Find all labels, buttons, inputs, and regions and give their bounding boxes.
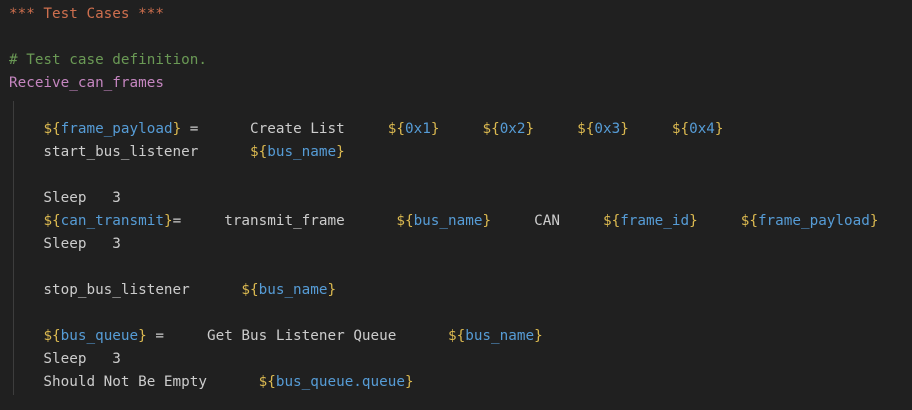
token-comment: # Test case definition. xyxy=(9,52,207,68)
token-text xyxy=(9,213,43,229)
code-line: Should Not Be Empty ${bus_queue.queue} xyxy=(9,371,912,394)
token-text xyxy=(9,121,43,137)
token-vd: ${ xyxy=(448,328,466,344)
token-vn: 0x1 xyxy=(404,121,431,137)
token-vn: bus_name xyxy=(465,328,535,344)
token-vd: } xyxy=(534,328,543,344)
token-vd: } xyxy=(482,213,492,229)
token-text xyxy=(698,213,741,229)
token-text: = transmit_frame xyxy=(172,213,397,229)
token-vd: ${ xyxy=(43,213,61,229)
token-text: Sleep 3 xyxy=(9,190,121,206)
token-text xyxy=(9,328,43,344)
token-vd: } xyxy=(336,144,345,160)
token-vd: } xyxy=(525,121,535,137)
token-vd: } xyxy=(138,328,147,344)
token-vd: ${ xyxy=(250,144,268,160)
code-line: Sleep 3 xyxy=(9,187,912,210)
code-line: *** Test Cases *** xyxy=(9,3,912,26)
token-vd: } xyxy=(869,213,879,229)
token-vd: } xyxy=(689,213,698,229)
token-vd: } xyxy=(714,121,724,137)
token-text: = Get Bus Listener Queue xyxy=(146,328,448,344)
token-vd: ${ xyxy=(602,213,621,229)
token-vd: } xyxy=(163,213,173,229)
code-line: ${can_transmit}= transmit_frame ${bus_na… xyxy=(9,210,912,233)
token-vd: } xyxy=(430,121,440,137)
code-line: ${frame_payload} = Create List ${0x1} ${… xyxy=(9,118,912,141)
token-vn: bus_name xyxy=(267,144,337,160)
token-vn: bus_queue.queue xyxy=(275,374,405,390)
code-line: start_bus_listener ${bus_name} xyxy=(9,141,912,164)
token-vd: ${ xyxy=(258,374,276,390)
token-vd: ${ xyxy=(43,328,61,344)
token-testcase: Receive_can_frames xyxy=(9,75,164,91)
token-vd: ${ xyxy=(43,121,61,137)
token-text: Sleep 3 xyxy=(9,351,121,367)
token-text xyxy=(534,121,577,137)
token-text: CAN xyxy=(491,213,603,229)
token-vn: bus_name xyxy=(413,213,483,229)
token-vd: ${ xyxy=(396,213,414,229)
code-line xyxy=(9,302,912,325)
code-line: # Test case definition. xyxy=(9,49,912,72)
token-vn: can_transmit xyxy=(60,213,164,229)
token-text xyxy=(629,121,672,137)
token-text xyxy=(439,121,482,137)
token-text: = Create List xyxy=(181,121,388,137)
token-vd: ${ xyxy=(740,213,758,229)
token-vn: 0x3 xyxy=(594,121,621,137)
token-text: start_bus_listener xyxy=(9,144,251,160)
token-vd: } xyxy=(172,121,182,137)
code-line xyxy=(9,256,912,279)
code-line xyxy=(9,26,912,49)
token-vn: bus_queue xyxy=(60,328,139,344)
token-vd: ${ xyxy=(577,121,595,137)
code-area: *** Test Cases *** # Test case definition… xyxy=(9,3,912,394)
code-line: ${bus_queue} = Get Bus Listener Queue ${… xyxy=(9,325,912,348)
code-line: Sleep 3 xyxy=(9,233,912,256)
token-vd: ${ xyxy=(241,282,259,298)
token-text: stop_bus_listener xyxy=(9,282,242,298)
token-vn: 0x4 xyxy=(689,121,715,137)
token-vd: ${ xyxy=(482,121,500,137)
code-line xyxy=(9,95,912,118)
code-line xyxy=(9,164,912,187)
token-vd: } xyxy=(620,121,629,137)
token-vn: frame_id xyxy=(620,213,690,229)
code-line: Receive_can_frames xyxy=(9,72,912,95)
code-line: stop_bus_listener ${bus_name} xyxy=(9,279,912,302)
token-header: *** Test Cases *** xyxy=(9,6,164,22)
token-vd: } xyxy=(327,282,337,298)
token-vn: frame_payload xyxy=(757,213,870,229)
indent-guide xyxy=(13,101,14,395)
token-vd: ${ xyxy=(671,121,690,137)
token-vn: bus_name xyxy=(258,282,328,298)
token-text: Sleep 3 xyxy=(9,236,121,252)
token-vd: ${ xyxy=(387,121,405,137)
code-line: Sleep 3 xyxy=(9,348,912,371)
token-text: Should Not Be Empty xyxy=(9,374,259,390)
token-vd: } xyxy=(404,374,414,390)
token-vn: 0x2 xyxy=(499,121,526,137)
token-vn: frame_payload xyxy=(60,121,173,137)
